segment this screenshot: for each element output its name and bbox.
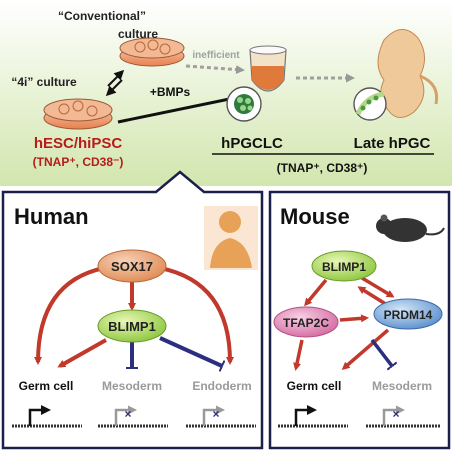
prdm14-node	[373, 298, 443, 330]
pgc-markers-label: (TNAP⁺, CD38⁺)	[277, 161, 368, 175]
pgclc-label: hPGCLC	[221, 135, 283, 152]
source-markers-label: (TNAP⁺, CD38⁻)	[33, 155, 124, 169]
mouse-arrows	[293, 276, 392, 371]
sox17-label: SOX17	[111, 259, 153, 274]
human-endo-label: Endoderm	[192, 379, 251, 393]
pgclc-aggregate-icon	[226, 86, 262, 122]
tfap2c-label: TFAP2C	[283, 316, 329, 330]
human-title: Human	[14, 204, 89, 229]
mouse-germ-promoter-icon	[278, 405, 348, 428]
mouse-blimp1-node	[311, 250, 377, 282]
human-blimp1-label: BLIMP1	[108, 319, 156, 334]
human-endo-promoter-icon: ×	[186, 405, 256, 428]
inefficient-arrow	[185, 64, 245, 75]
sox17-node	[97, 249, 167, 283]
inefficient-label: inefficient	[192, 50, 240, 61]
conventional-dish-icon	[119, 37, 185, 67]
bmp-arrow	[117, 92, 247, 124]
human-meso-label: Mesoderm	[102, 379, 162, 393]
conventional-label-2: culture	[118, 27, 158, 41]
svg-text:×: ×	[392, 407, 399, 421]
mouse-silhouette-icon	[376, 214, 445, 242]
fetus-icon	[377, 29, 439, 118]
fouri-dish-icon	[43, 98, 113, 130]
human-arrows	[34, 266, 234, 368]
source-cells-label: hESC/hiPSC	[34, 135, 123, 152]
exchange-arrows	[105, 69, 125, 97]
late-hpgc-zoom-icon	[353, 87, 387, 121]
mouse-meso-label: Mesoderm	[372, 379, 432, 393]
human-silhouette-icon	[204, 206, 258, 270]
mouse-title: Mouse	[280, 204, 350, 229]
bmp-label: +BMPs	[150, 85, 191, 99]
tfap2c-node	[273, 306, 339, 338]
culture-tube-icon	[249, 45, 287, 92]
prdm14-label: PRDM14	[384, 308, 433, 322]
mouse-germ-label: Germ cell	[287, 379, 342, 393]
mouse-blimp1-label: BLIMP1	[322, 260, 366, 274]
human-germ-label: Germ cell	[19, 379, 74, 393]
fouri-label: “4i” culture	[11, 75, 77, 89]
human-germ-promoter-icon	[12, 405, 82, 428]
conventional-label: “Conventional”	[58, 9, 146, 23]
svg-text:×: ×	[124, 407, 131, 421]
svg-text:×: ×	[212, 407, 219, 421]
mouse-meso-promoter-icon: ×	[366, 405, 440, 428]
late-hpgc-label: Late hPGC	[354, 135, 431, 152]
human-blimp1-node	[97, 309, 167, 343]
human-meso-promoter-icon: ×	[98, 405, 168, 428]
